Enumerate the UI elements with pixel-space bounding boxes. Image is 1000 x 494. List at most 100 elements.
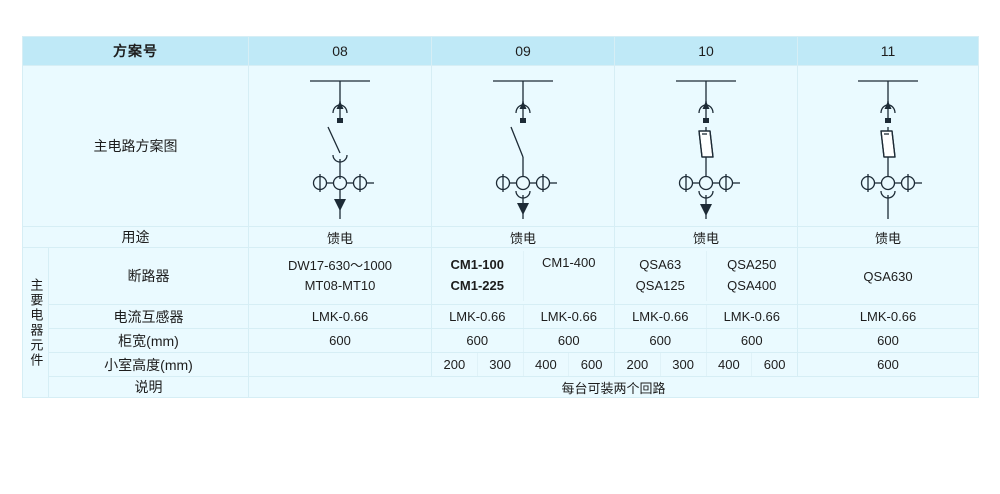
- header-scheme-number: 方案号: [22, 36, 249, 66]
- row-label-breaker: 断路器: [48, 247, 249, 305]
- height-09-sub-b2: 600: [568, 353, 614, 376]
- diagram-cell-10: [614, 65, 798, 227]
- breaker-09-sub-b: CM1-400: [522, 251, 615, 301]
- row-label-note: 说明: [48, 376, 249, 398]
- row-label-cabinet-width: 柜宽(mm): [48, 328, 249, 353]
- breaker-09a-line2: CM1-225: [450, 278, 504, 293]
- breaker-08-line2: MT08-MT10: [304, 278, 376, 293]
- outgoing-arrow-icon: [700, 204, 712, 216]
- disconnect-block-icon: [520, 118, 526, 123]
- ct-center-icon: [698, 175, 714, 191]
- circuit-diagram-11: [798, 66, 978, 226]
- header-column-10: 10: [614, 36, 798, 66]
- height-10-sub-a1: 200: [626, 357, 649, 372]
- width-09-sub-b: 600: [522, 329, 615, 352]
- breaker-10a-line2: QSA125: [635, 278, 685, 293]
- circuit-diagram-08: [249, 66, 431, 226]
- width-09-sub-a: 600: [466, 333, 489, 348]
- circuit-svg-11: [858, 80, 922, 219]
- breaker-10b-line1: QSA250: [727, 257, 777, 273]
- height-09-sub-a1: 200: [443, 357, 466, 372]
- disconnect-arrow-icon: [336, 101, 344, 109]
- ct-10-sub-b: LMK-0.66: [705, 305, 798, 328]
- fuse-switch-icon: [698, 130, 714, 158]
- ct-center-icon: [880, 175, 896, 191]
- row-label-current-transformer: 电流互感器: [48, 304, 249, 329]
- row-label-main-circuit-diagram: 主电路方案图: [22, 65, 249, 227]
- scheme-specification-table: 方案号 08 09 10 11 主电路方案图: [22, 36, 979, 398]
- circuit-diagram-09: [432, 66, 614, 226]
- group-label-text: 主要电器元件: [28, 277, 44, 368]
- ct-cell-09: LMK-0.66 LMK-0.66: [431, 304, 615, 329]
- height-cell-10: 200 300 400 600: [614, 352, 798, 377]
- header-column-11: 11: [797, 36, 979, 66]
- ct-center-icon: [515, 175, 531, 191]
- breaker-10a-line1: QSA63: [639, 257, 682, 273]
- circuit-svg-09: [493, 80, 557, 219]
- usage-value-08: 馈电: [248, 226, 432, 248]
- row-current-transformer: 电流互感器 LMK-0.66 LMK-0.66 LMK-0.66 LMK-0.6…: [23, 304, 979, 329]
- breaker-cell-08: DW17-630～1000 MT08-MT10: [248, 247, 432, 305]
- ct-10-sub-a: LMK-0.66: [632, 309, 689, 324]
- breaker-10-sub-b: QSA250 QSA400: [705, 251, 798, 301]
- height-10-sub-b2: 600: [751, 353, 797, 376]
- disconnect-block-icon: [885, 118, 891, 123]
- fuse-switch-icon: [880, 130, 896, 158]
- height-10-sub-b1: 400: [705, 353, 752, 376]
- usage-value-11: 馈电: [797, 226, 979, 248]
- width-cell-11: 600: [797, 328, 979, 353]
- height-09-sub-b1: 400: [522, 353, 569, 376]
- width-cell-10: 600 600: [614, 328, 798, 353]
- ct-cell-10: LMK-0.66 LMK-0.66: [614, 304, 798, 329]
- breaker-blade-icon: [510, 126, 524, 158]
- height-10-sub-a2: 300: [659, 353, 706, 376]
- breaker-09a-line1: CM1-100: [450, 257, 504, 273]
- circuit-svg-10: [676, 80, 740, 219]
- row-label-usage: 用途: [22, 226, 249, 248]
- row-compartment-height: 小室高度(mm) 200 300 400 600 200 300 400 600…: [23, 352, 979, 377]
- row-label-compartment-height: 小室高度(mm): [48, 352, 249, 377]
- usage-value-10: 馈电: [614, 226, 798, 248]
- row-usage: 用途 馈电 馈电 馈电 馈电: [22, 226, 979, 248]
- width-cell-09: 600 600: [431, 328, 615, 353]
- breaker-10b-line2: QSA400: [727, 278, 777, 293]
- note-value: 每台可装两个回路: [248, 376, 979, 398]
- row-note: 说明 每台可装两个回路: [23, 376, 979, 398]
- disconnect-arrow-icon: [884, 101, 892, 109]
- breaker-08-line1: DW17-630～1000: [287, 257, 393, 273]
- group-label-main-components: 主要电器元件: [22, 247, 49, 398]
- height-09-sub-a2: 300: [476, 353, 523, 376]
- ct-cell-11: LMK-0.66: [797, 304, 979, 329]
- width-10-sub-b: 600: [705, 329, 798, 352]
- disconnect-arrow-icon: [702, 101, 710, 109]
- header-column-09: 09: [431, 36, 615, 66]
- circuit-diagram-10: [615, 66, 797, 226]
- height-cell-09: 200 300 400 600: [431, 352, 615, 377]
- usage-value-09: 馈电: [431, 226, 615, 248]
- breaker-cell-11: QSA630: [797, 247, 979, 305]
- breaker-cell-10: QSA63 QSA125 QSA250 QSA400: [614, 247, 798, 305]
- breaker-cell-09: CM1-100 CM1-225 CM1-400: [431, 247, 615, 305]
- ct-09-sub-a: LMK-0.66: [449, 309, 506, 324]
- width-cell-08: 600: [248, 328, 432, 353]
- diagram-cell-11: [797, 65, 979, 227]
- breaker-10-sub-a: QSA63 QSA125: [615, 251, 706, 301]
- breaker-09-sub-a: CM1-100 CM1-225: [432, 251, 523, 301]
- diagram-cell-08: [248, 65, 432, 227]
- row-cabinet-width: 柜宽(mm) 600 600 600 600 600 600: [23, 328, 979, 353]
- table-header-row: 方案号 08 09 10 11: [22, 36, 979, 66]
- outgoing-arrow-icon: [334, 199, 346, 211]
- height-cell-08: [248, 352, 432, 377]
- row-main-circuit-diagram: 主电路方案图: [22, 65, 979, 227]
- outgoing-arrow-icon: [517, 203, 529, 215]
- row-breaker: 主要电器元件 断路器 DW17-630～1000 MT08-MT10 CM1-1…: [22, 247, 979, 398]
- disconnect-block-icon: [703, 118, 709, 123]
- ct-09-sub-b: LMK-0.66: [522, 305, 615, 328]
- header-column-08: 08: [248, 36, 432, 66]
- height-cell-11: 600: [797, 352, 979, 377]
- circuit-svg-08: [310, 80, 374, 219]
- width-10-sub-a: 600: [649, 333, 672, 348]
- disconnect-block-icon: [337, 118, 343, 123]
- breaker-blade-icon: [327, 126, 341, 154]
